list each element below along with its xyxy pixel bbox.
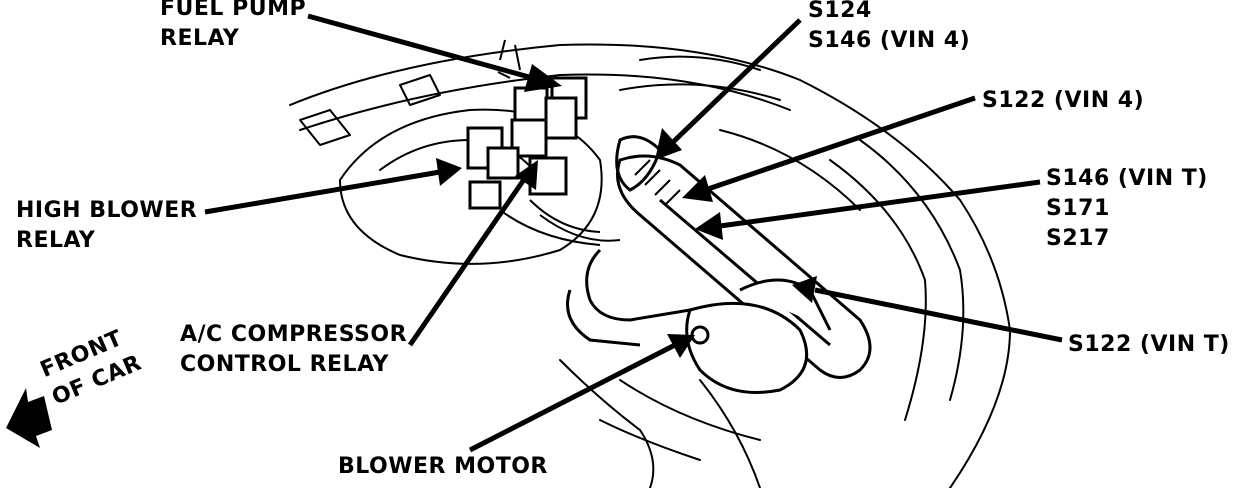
- callout-s146-s171-s217: S146 (VIN T) S171 S217: [1046, 166, 1208, 251]
- callout-high-blower-relay: HIGH BLOWER RELAY: [16, 198, 198, 253]
- front-direction-arrow: [6, 388, 52, 448]
- callout-s124-s146: S124 S146 (VIN 4): [808, 0, 971, 53]
- callout-s122-vin4: S122 (VIN 4): [982, 88, 1145, 113]
- callout-s122-vint: S122 (VIN T): [1068, 332, 1230, 357]
- callout-blower-motor: BLOWER MOTOR: [338, 454, 548, 479]
- callout-ac-compressor-control-relay: A/C COMPRESSOR CONTROL RELAY: [180, 322, 408, 377]
- callout-fuel-pump-relay: FUEL PUMP RELAY: [160, 0, 307, 51]
